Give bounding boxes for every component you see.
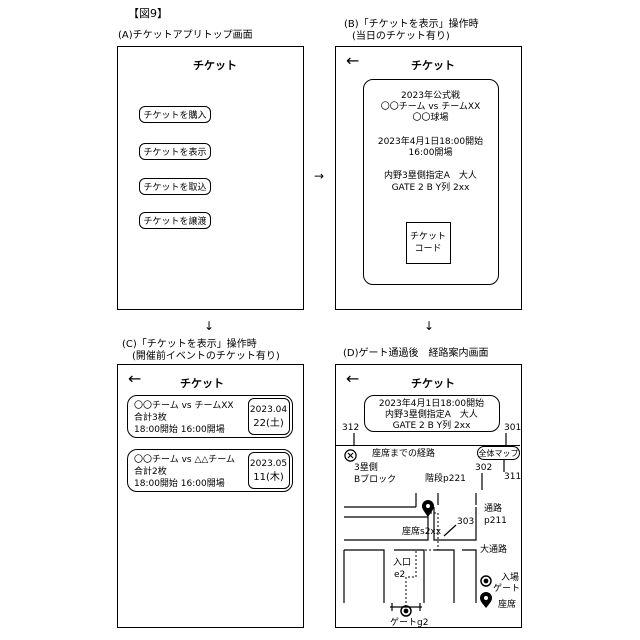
back-arrow-icon[interactable]: ← [128,371,141,387]
panel-a-caption: (A)チケットアプリトップ画面 [118,31,253,41]
ticket-match-name: 〇〇チーム vs △△チーム [134,456,235,465]
panel-c-caption-1: (C)「チケットを表示」操作時 [122,340,257,350]
ticket-list-item[interactable]: 〇〇チーム vs △△チーム 合計2枚 18:00開始 16:00開場 2023… [127,449,293,492]
ticket-code-label-2: コード [407,245,449,254]
ticket-count: 合計2枚 [134,468,167,477]
start-time-line: 2023年4月1日18:00開始 [364,138,497,147]
ticket-date-month: 2023.05 [249,460,288,469]
gate-seat-line: GATE 2 B Y列 2xx [364,184,497,193]
ticket-date-box: 2023.04 22(土) [248,398,290,435]
event-name-line: 2023年公式戦 [364,92,497,101]
panel-a-title: チケット [193,57,237,73]
ticket-date-day: 11(木) [249,473,288,483]
route-map [336,365,520,626]
down-arrow-a: ↓ [204,320,214,332]
seat-marker-icon [422,500,434,517]
ticket-date-box: 2023.05 11(木) [248,452,290,489]
ticket-card: 2023年公式戦 〇〇チーム vs チームXX 〇〇球場 2023年4月1日18… [363,79,499,285]
import-ticket-button[interactable]: チケットを取込 [139,178,211,195]
back-arrow-icon[interactable]: ← [346,53,359,69]
right-arrow: → [314,170,324,182]
venue-line: 〇〇球場 [364,114,497,123]
ticket-code-label-1: チケット [407,233,449,242]
transfer-ticket-button[interactable]: チケットを譲渡 [139,212,211,229]
panel-c-caption-2: (開催前イベントのチケット有り) [132,352,280,362]
ticket-time: 18:00開始 16:00開場 [134,426,225,435]
panel-b-caption-1: (B)「チケットを表示」操作時 [344,20,479,30]
panel-b-screen: ← チケット 2023年公式戦 〇〇チーム vs チームXX 〇〇球場 2023… [335,46,522,310]
ticket-count: 合計3枚 [134,414,167,423]
ticket-list-item[interactable]: 〇〇チーム vs チームXX 合計3枚 18:00開始 16:00開場 2023… [127,395,293,438]
seat-type-line: 内野3塁側指定A 大人 [364,172,497,181]
figure-label: 【図9】 [128,8,168,19]
ticket-date-day: 22(土) [249,419,288,429]
ticket-time: 18:00開始 16:00開場 [134,480,225,489]
match-line: 〇〇チーム vs チームXX [364,103,497,112]
ticket-match-name: 〇〇チーム vs チームXX [134,402,234,411]
panel-c-screen: ← チケット 〇〇チーム vs チームXX 合計3枚 18:00開始 16:00… [117,364,304,628]
buy-ticket-button[interactable]: チケットを購入 [139,106,211,123]
panel-b-title: チケット [411,57,455,73]
entry-gate-legend-icon [481,576,491,586]
ticket-date-month: 2023.04 [249,406,288,415]
panel-d-screen: ← チケット 2023年4月1日18:00開始 内野3塁側指定A 大人 GATE… [335,364,522,628]
panel-c-title: チケット [180,375,224,391]
panel-a-screen: チケット チケットを購入 チケットを表示 チケットを取込 チケットを譲渡 [117,46,304,310]
show-ticket-button[interactable]: チケットを表示 [139,143,211,160]
down-arrow-b: ↓ [424,320,434,332]
panel-d-caption: (D)ゲート通過後 経路案内画面 [343,349,489,359]
open-time-line: 16:00開場 [364,149,497,158]
panel-b-caption-2: (当日のチケット有り) [352,32,450,42]
ticket-code-box: チケット コード [406,222,451,264]
